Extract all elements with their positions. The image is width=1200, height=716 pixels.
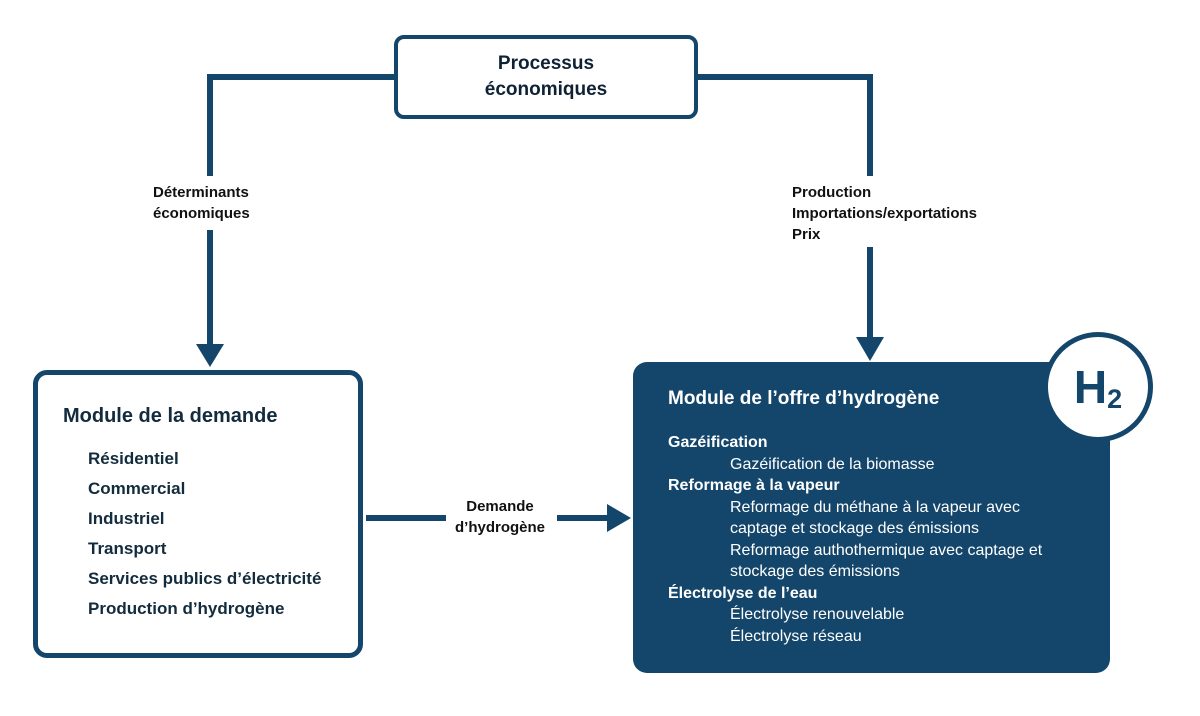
- demand-module-box: Module de la demande Résidentiel Commerc…: [33, 370, 363, 658]
- hydrogen-supply-module-box: Module de l’offre d’hydrogène Gazéificat…: [633, 362, 1110, 673]
- h2-badge-icon: H 2: [1043, 332, 1153, 442]
- supply-item-renewable-electrolysis: Électrolyse renouvelable: [730, 606, 905, 623]
- supply-item-autothermal-reforming: Reformage authothermique avec captage et…: [730, 541, 1043, 581]
- h2-symbol: H: [1073, 361, 1108, 413]
- h2-subscript: 2: [1107, 384, 1123, 414]
- supply-section-gasification: Gazéification: [668, 434, 768, 451]
- economic-processes-title: Processus économiques: [484, 53, 608, 100]
- hydrogen-supply-content: Gazéification Gazéification de la biomas…: [668, 432, 1088, 647]
- demand-sector-list: Résidentiel Commercial Industriel Transp…: [88, 449, 321, 629]
- hydrogen-demand-label: Demande d’hydrogène: [454, 498, 545, 536]
- edge-production-imports-prices: [696, 74, 884, 361]
- supply-section-steam-reforming: Reformage à la vapeur: [668, 477, 840, 494]
- production-imports-prices-label: Production Importations/exportations Pri…: [792, 184, 978, 243]
- supply-section-water-electrolysis: Électrolyse de l’eau: [668, 584, 818, 602]
- demand-item-residential: Résidentiel: [88, 449, 179, 468]
- supply-item-biomass-gasification: Gazéification de la biomasse: [730, 455, 935, 473]
- hydrogen-supply-module-title: Module de l’offre d’hydrogène: [668, 388, 940, 409]
- demand-item-transport: Transport: [88, 539, 167, 558]
- economic-determinants-label: Déterminants économiques: [153, 184, 250, 222]
- demand-module-title: Module de la demande: [63, 405, 278, 427]
- supply-item-steam-methane-reforming: Reformage du méthane à la vapeur avec ca…: [730, 498, 1020, 538]
- edge-hydrogen-demand: [366, 504, 631, 532]
- arrowhead-down-left-icon: [196, 344, 224, 367]
- demand-item-industrial: Industriel: [88, 509, 165, 528]
- edge-economic-determinants: [196, 74, 396, 367]
- supply-item-grid-electrolysis: Électrolyse réseau: [730, 627, 862, 645]
- arrowhead-right-icon: [607, 504, 631, 532]
- arrowhead-down-right-icon: [856, 337, 884, 361]
- demand-item-hydrogen-production: Production d’hydrogène: [88, 599, 285, 618]
- demand-item-commercial: Commercial: [88, 479, 186, 498]
- demand-item-electric-utilities: Services publics d’électricité: [88, 569, 322, 588]
- economic-processes-box: Processus économiques: [394, 35, 698, 119]
